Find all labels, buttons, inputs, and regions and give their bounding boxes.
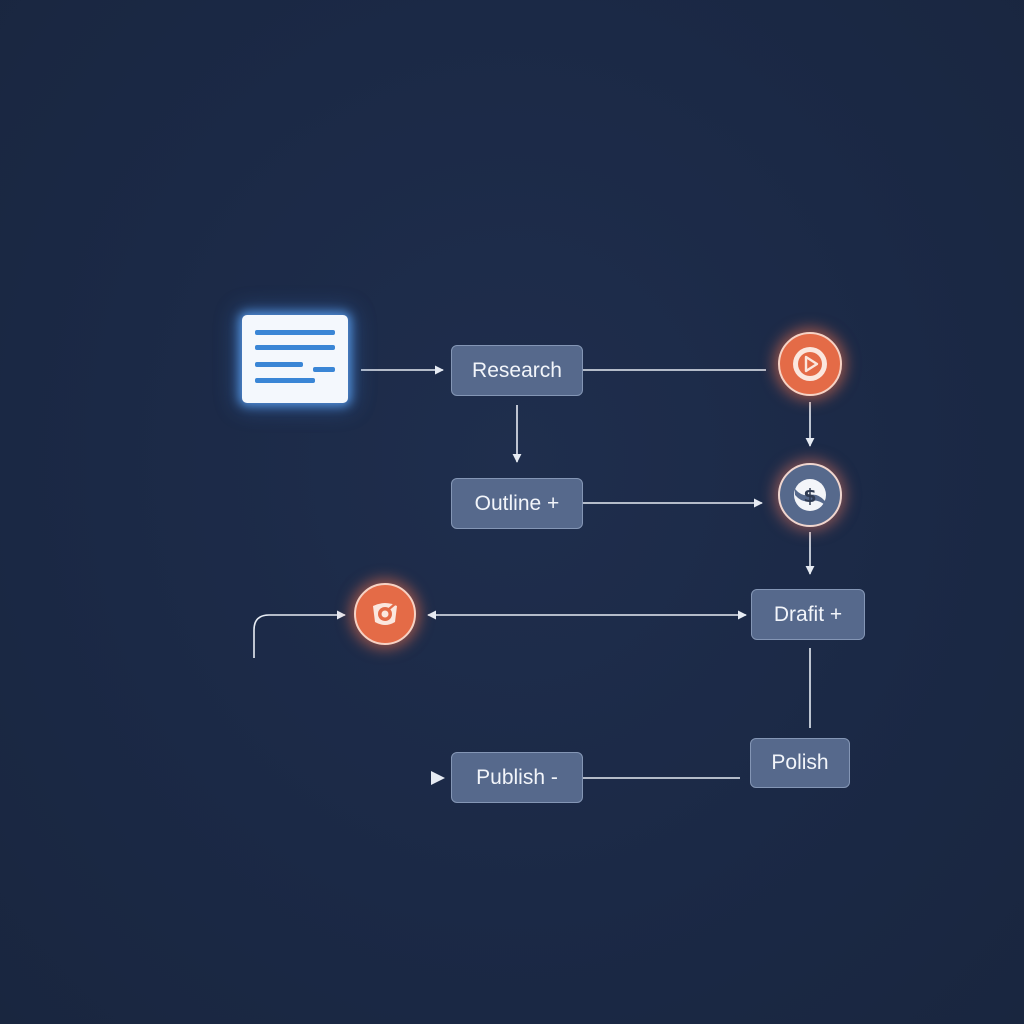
- connector-loop-target: [253, 610, 346, 658]
- publish-node[interactable]: Publish -: [451, 752, 583, 803]
- target-glyph: [373, 602, 397, 625]
- document-line: [255, 362, 303, 367]
- play-glyph: [793, 347, 827, 381]
- play-icon[interactable]: [778, 332, 842, 396]
- dollar-glyph: $: [794, 479, 826, 511]
- draft-node[interactable]: Drafit +: [751, 589, 865, 640]
- document-line: [255, 330, 335, 335]
- polish-node[interactable]: Polish: [750, 738, 850, 788]
- dollar-icon[interactable]: $: [778, 463, 842, 527]
- document-line: [313, 367, 335, 372]
- svg-text:$: $: [803, 485, 816, 507]
- outline-node[interactable]: Outline +: [451, 478, 583, 529]
- target-icon[interactable]: [354, 583, 416, 645]
- research-node[interactable]: Research: [451, 345, 583, 396]
- document-line: [255, 378, 315, 383]
- document-line: [255, 345, 335, 350]
- arrow-into-publish: [431, 771, 445, 785]
- document-icon[interactable]: [242, 315, 348, 403]
